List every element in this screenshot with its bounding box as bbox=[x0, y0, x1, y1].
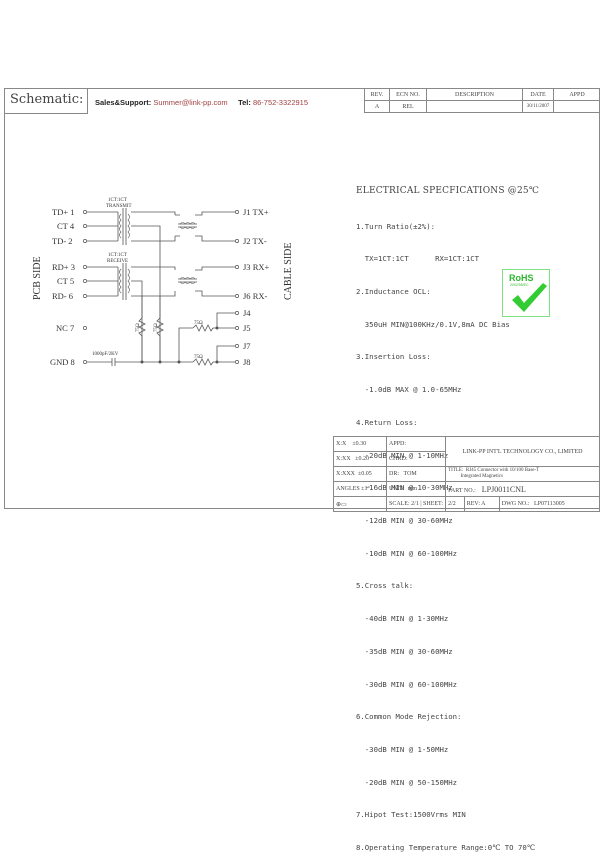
transmit-ratio: 1CT:1CT bbox=[108, 198, 127, 203]
pin-label-gnd: GND 8 bbox=[50, 357, 75, 367]
tolerance-xxx: X:XXX ±0.05 bbox=[334, 467, 387, 482]
pin-label-j5: J5 bbox=[243, 323, 251, 333]
spec-line: 1.Turn Ratio(±2%): bbox=[356, 222, 539, 233]
tolerance-xx: X:XX ±0.20 bbox=[334, 452, 387, 467]
pin-label-j3: J3 RX+ bbox=[243, 262, 269, 272]
pin-label-j4: J4 bbox=[243, 308, 251, 318]
projection-icon: ⊕▭ bbox=[336, 502, 347, 508]
rohs-badge: RoHS 2002/95/EC bbox=[502, 269, 550, 317]
spec-line: -12dB MIN @ 30-60MHz bbox=[356, 516, 539, 527]
spec-line: -35dB MIN @ 30-60MHz bbox=[356, 647, 539, 658]
spec-line: -20dB MIN @ 50-150MHz bbox=[356, 778, 539, 789]
spec-line: 3.Insertion Loss: bbox=[356, 352, 539, 363]
projection-symbol: ⊕▭ bbox=[334, 497, 387, 512]
sheet-value: 2/2 bbox=[446, 497, 465, 512]
spec-line: 7.Hipot Test:1500Vrms MIN bbox=[356, 810, 539, 821]
tolerance-angles: ANGLES ±1° bbox=[334, 482, 387, 497]
pin-label-ct-4: CT 4 bbox=[57, 221, 75, 231]
title-block: X:X ±0.30 APPD: LINK-PP INT'L TECHNOLOGY… bbox=[333, 436, 600, 512]
spec-line: -1.0dB MAX @ 1.0-65MHz bbox=[356, 385, 539, 396]
spec-line: -30dB MIN @ 60-100MHz bbox=[356, 680, 539, 691]
unit-field: UNIT: mm bbox=[387, 482, 446, 497]
tolerance-x: X:X ±0.30 bbox=[334, 437, 387, 452]
pcb-side-label: PCB SIDE bbox=[32, 256, 43, 300]
pin-label-td-plus: TD+ 1 bbox=[52, 207, 75, 217]
drawn-by-field: DR: TOM bbox=[387, 467, 446, 482]
pin-label-rd-plus: RD+ 3 bbox=[52, 262, 75, 272]
resistor-label-3: 75Ω bbox=[194, 321, 203, 326]
pin-label-ct-5: CT 5 bbox=[57, 276, 74, 286]
spec-line: 4.Return Loss: bbox=[356, 418, 539, 429]
transmit-label: TRANSMIT bbox=[106, 204, 132, 209]
spec-line: -30dB MIN @ 1-50MHz bbox=[356, 745, 539, 756]
company-name: LINK-PP INT'L TECHNOLOGY CO., LIMITED bbox=[446, 437, 600, 467]
spec-line: 5.Cross talk: bbox=[356, 581, 539, 592]
drawing-number-field: DWG NO.: LP07113005 bbox=[499, 497, 599, 512]
scale-sheet-field: SCALE: 2/1 | SHEET: bbox=[387, 497, 446, 512]
receive-ratio: 1CT:1CT bbox=[108, 253, 127, 258]
part-number-field: PART NO.: LPJ0011CNL bbox=[446, 482, 600, 497]
pin-label-j7: J7 bbox=[243, 341, 251, 351]
appd-field: APPD: bbox=[387, 437, 446, 452]
resistor-label-1: 75Ω bbox=[136, 323, 141, 332]
rev-field: REV: A bbox=[464, 497, 499, 512]
cable-side-label: CABLE SIDE bbox=[283, 243, 294, 301]
pin-label-rd-minus: RD- 6 bbox=[52, 291, 73, 301]
resistor-label-4: 75Ω bbox=[194, 355, 203, 360]
pin-label-j6: J6 RX- bbox=[243, 291, 267, 301]
capacitor-label: 1000pF/2KV bbox=[92, 352, 119, 357]
spec-line: 350uH MIN@100KHz/0.1V,8mA DC Bias bbox=[356, 320, 539, 331]
title-field: TITLE: RJ45 Connector with 10/100 Base-T… bbox=[446, 467, 600, 482]
pin-label-td-minus: TD- 2 bbox=[52, 236, 73, 246]
pin-label-nc: NC 7 bbox=[56, 323, 74, 333]
spec-line: -10dB MIN @ 60-100MHz bbox=[356, 549, 539, 560]
pin-label-j8: J8 bbox=[243, 357, 251, 367]
resistor-label-2: 75Ω bbox=[154, 323, 159, 332]
checkmark-icon bbox=[503, 270, 551, 318]
spec-line: 8.Operating Temperature Range:0℃ TO 70℃ bbox=[356, 843, 539, 854]
spec-line: -40dB MIN @ 1-30MHz bbox=[356, 614, 539, 625]
pin-label-j1: J1 TX+ bbox=[243, 207, 269, 217]
spec-line: TX=1CT:1CT RX=1CT:1CT bbox=[356, 254, 539, 265]
chkd-field: CHKD: bbox=[387, 452, 446, 467]
spec-title: ELECTRICAL SPECFICATIONS @25℃ bbox=[356, 186, 539, 197]
receive-label: RECEIVE bbox=[107, 259, 128, 264]
pin-label-j2: J2 TX- bbox=[243, 236, 267, 246]
spec-line: 6.Common Mode Rejection: bbox=[356, 712, 539, 723]
